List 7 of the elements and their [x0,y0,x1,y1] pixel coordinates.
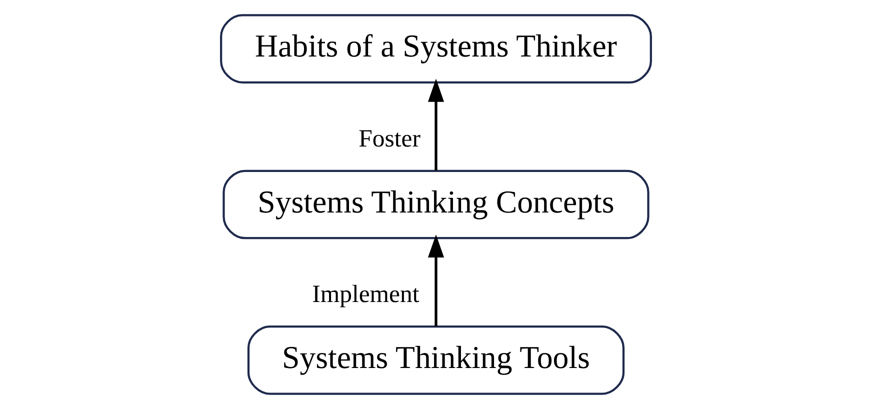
edge-label: Implement [312,281,419,308]
node-box: Habits of a Systems Thinker [220,14,652,84]
node-box: Systems Thinking Concepts [222,170,649,240]
edge-label: Foster [358,125,420,152]
arrow [427,78,444,170]
arrow [427,234,444,326]
node-box: Systems Thinking Tools [246,326,624,395]
